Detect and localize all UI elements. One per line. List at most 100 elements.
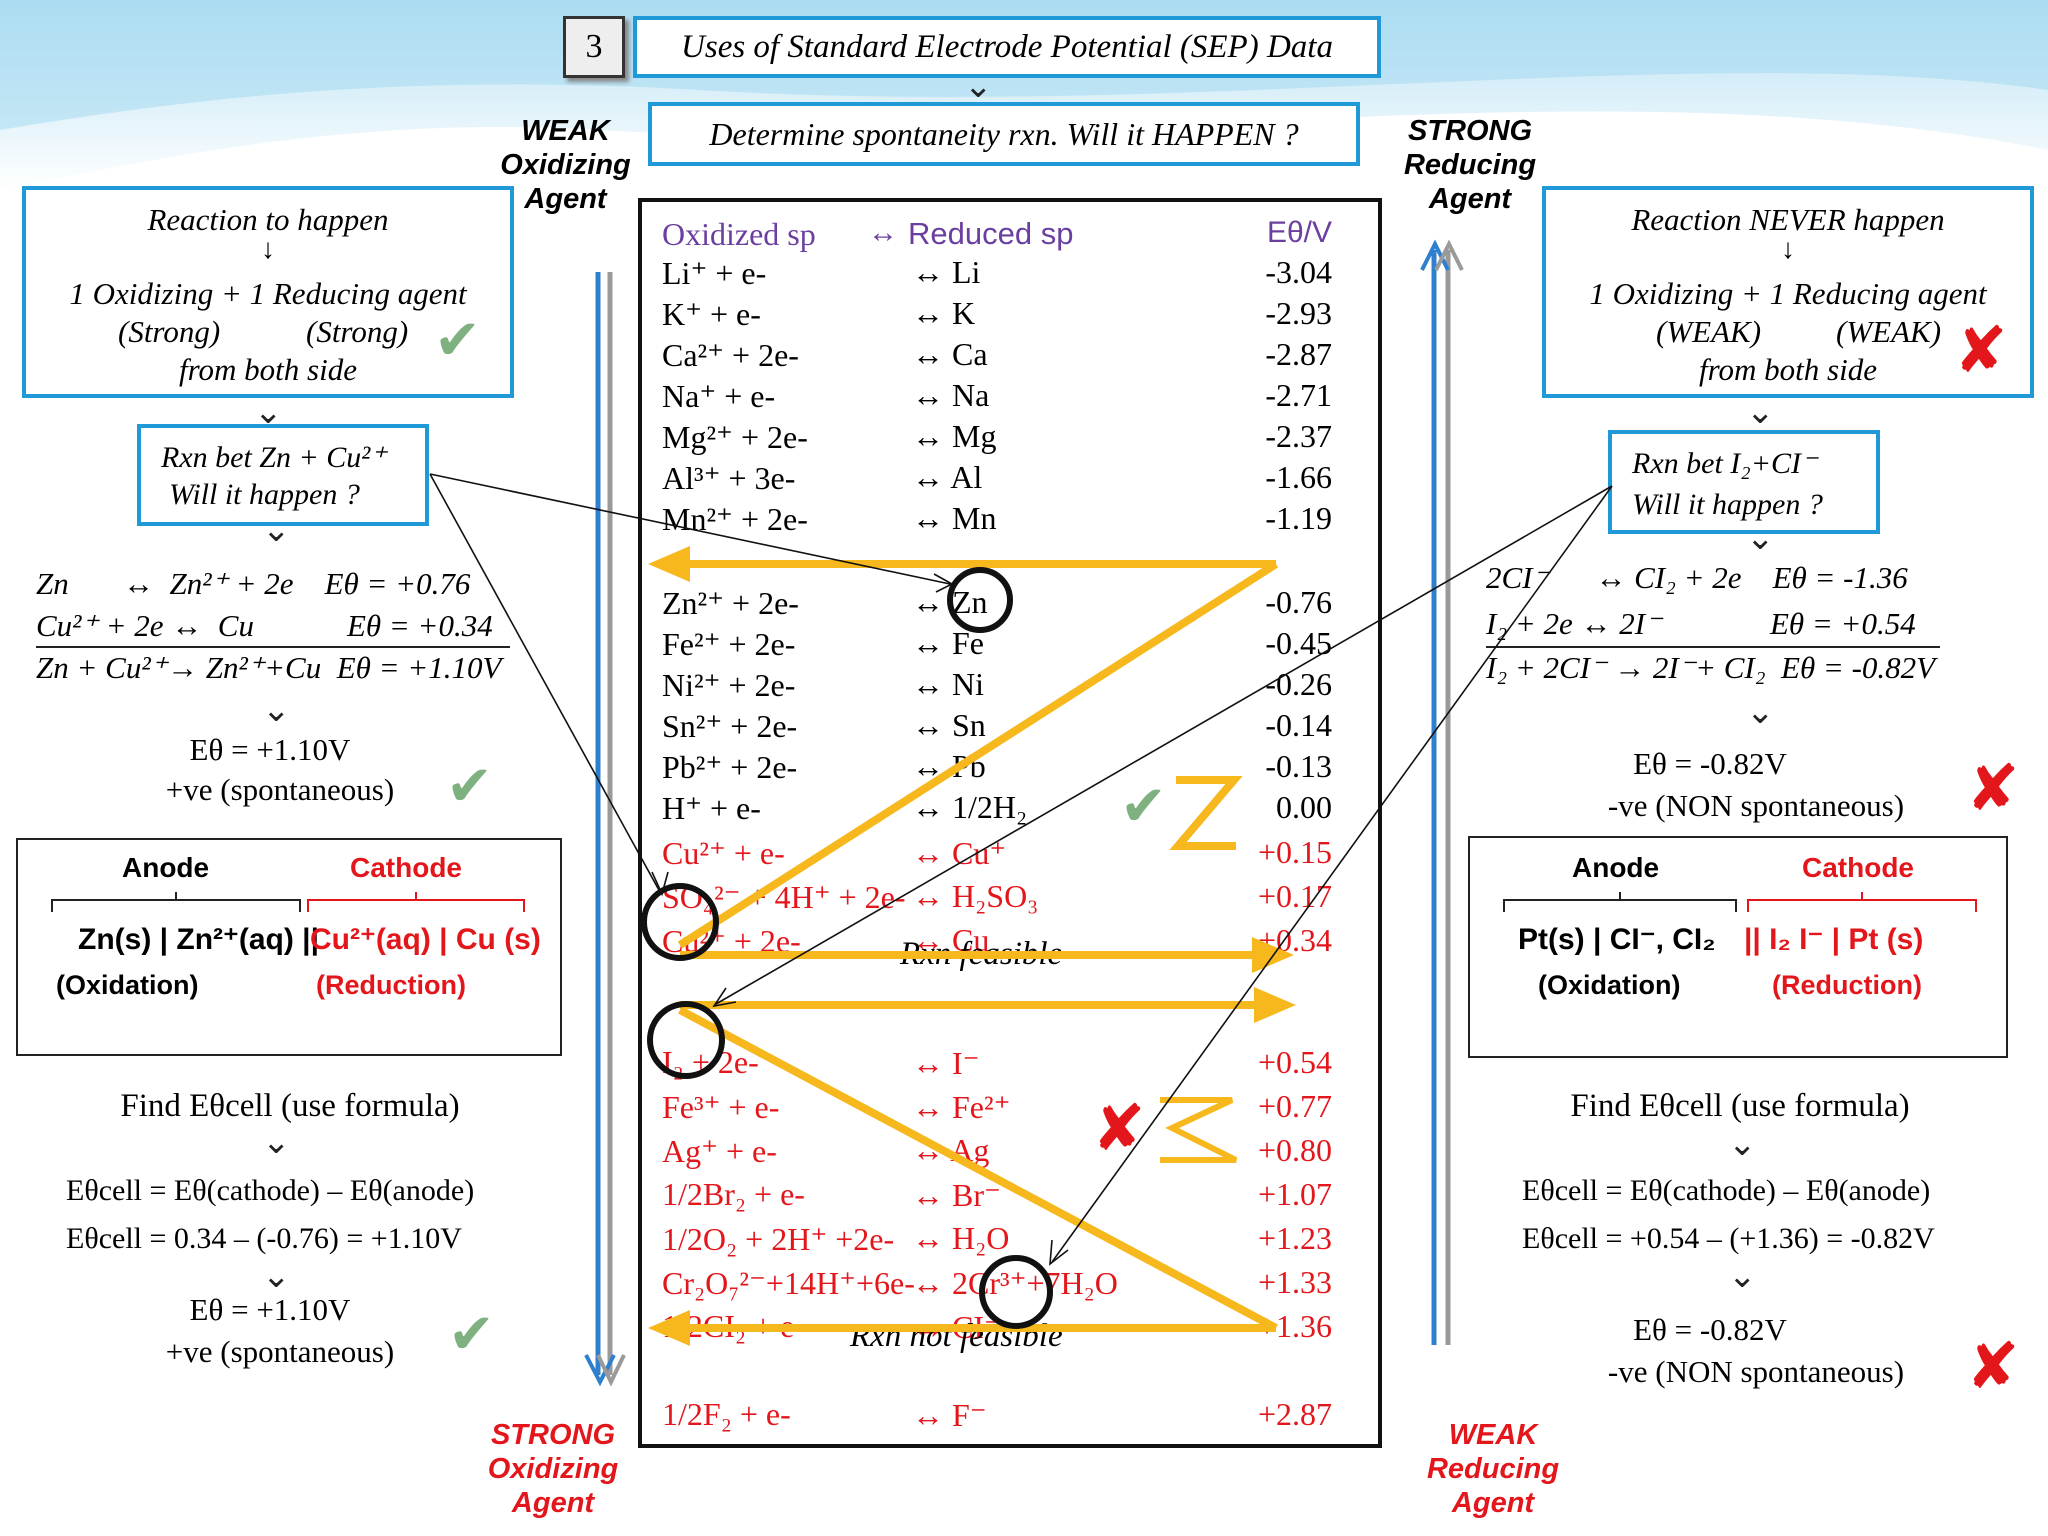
page-title: Uses of Standard Electrode Potential (SE… [633,16,1381,78]
table-cell-reduced: ↔ K [912,295,976,331]
arrow-down-icon: ⌄ [262,1122,291,1162]
table-cell-reduced: ↔ Br⁻ [912,1177,1001,1213]
table-row: Ca²⁺ + 2e-↔ Ca-2.87 [642,336,1362,376]
table-row: I₂ + 2e-↔ I⁻+0.54 [642,1044,1362,1084]
table-cell-potential: -3.04 [1265,254,1332,290]
left-formula-1: Eθcell = Eθ(cathode) – Eθ(anode) [66,1174,475,1207]
table-row: 1/2Br₂ + e-↔ Br⁻+1.07 [642,1176,1362,1216]
cell-cathode-notation: Cu²⁺(aq) | Cu (s) [310,923,541,956]
left-condition-box: Reaction to happen ↓ 1 Oxidizing + 1 Red… [22,186,514,398]
rxn-feasible-label: Rxn feasible [900,936,1063,972]
left-formula-2: Eθcell = 0.34 – (-0.76) = +1.10V [66,1222,462,1255]
cross-icon: ✘ [1966,752,2020,826]
left-equation-underline [36,646,510,648]
check-icon: ✔ [446,754,493,819]
arrow-down-icon: ⌄ [964,66,993,106]
table-cell-oxidized: Cu²⁺ + 2e- [662,923,801,959]
arrow-down-icon: ⌄ [1746,392,1775,432]
table-cell-oxidized: Ca²⁺ + 2e- [662,337,799,373]
table-row: Mn²⁺ + 2e-↔ Mn-1.19 [642,500,1362,540]
table-cell-reduced: ↔ Zn [912,584,988,620]
table-cell-potential: -0.45 [1265,625,1332,661]
table-row: Fe²⁺ + 2e-↔ Fe-0.45 [642,625,1362,665]
cross-icon: ✘ [1092,1092,1146,1166]
table-cell-oxidized: Cr₂O₇²⁻+14H⁺+6e- [662,1265,915,1301]
left-result-1-text: +ve (spontaneous) [165,772,395,807]
page-subtitle: Determine spontaneity rxn. Will it HAPPE… [648,102,1360,166]
table-row: Fe³⁺ + e- ↔ Fe²⁺ +0.77 [642,1088,1362,1128]
table-cell-potential: -2.37 [1265,418,1332,454]
table-cell-reduced: ↔ Na [912,377,990,413]
table-cell-oxidized: Ag⁺ + e- [662,1133,777,1169]
table-cell-oxidized: Al³⁺ + 3e- [662,460,796,496]
table-row: Cr₂O₇²⁻+14H⁺+6e-↔ 2Cr³⁺+7H₂O+1.33 [642,1264,1362,1304]
table-cell-potential: -0.14 [1265,707,1332,743]
rxn-not-feasible-label: Rxn not feasible [850,1318,1063,1354]
table-row: K⁺ + e-↔ K-2.93 [642,295,1362,335]
arrow-down-icon: ⌄ [1728,1256,1757,1296]
check-icon: ✔ [448,1302,495,1367]
table-cell-oxidized: 1/2F₂ + e- [662,1396,791,1432]
table-row: Na⁺ + e-↔ Na-2.71 [642,377,1362,417]
table-cell-potential: +0.77 [1257,1088,1332,1124]
arrow-down-icon: ↓ [261,234,275,265]
table-cell-reduced: ↔ Fe²⁺ [912,1089,1011,1125]
arrow-down-icon: ↓ [1781,234,1795,265]
table-row: H⁺ + e- ↔ 1/2H₂ 0.00 [642,789,1362,829]
right-result-2-text: -ve (NON spontaneous) [1607,1354,1905,1389]
cell-anode-notation: Zn(s) | Zn²⁺(aq) || [78,923,319,956]
table-cell-potential: 0.00 [1276,789,1332,825]
arrow-down-icon: ⌄ [262,690,291,730]
table-cell-oxidized: 1/2CI₂ + e- [662,1308,805,1344]
table-cell-potential: +0.54 [1257,1044,1332,1080]
table-cell-reduced: ↔ Mg [912,418,997,454]
arrow-down-icon: ⌄ [1746,692,1775,732]
right-cell-box: Anode Cathode Pt(s) | CI⁻, CI₂ || I₂ I⁻ … [1468,836,2008,1058]
table-cell-reduced: ↔ Ni [912,666,984,702]
left-question-box: Rxn bet Zn + Cu²⁺ Will it happen ? [137,424,429,526]
table-cell-reduced: ↔ 1/2H₂ [912,789,1028,825]
table-cell-oxidized: Mg²⁺ + 2e- [662,419,808,455]
table-cell-potential: +1.36 [1257,1308,1332,1344]
cross-icon: ✘ [1954,314,2008,388]
table-cell-oxidized: K⁺ + e- [662,296,761,332]
right-equation-1: 2CI⁻ ↔ CI₂ + 2e Eθ = -1.36 [1486,560,1908,595]
right-question-box: Rxn bet I₂+CI⁻ Will it happen ? [1608,430,1880,534]
sep-table: Oxidized sp ↔ Reduced sp Eθ/V Li⁺ + e-↔ … [638,198,1382,1448]
table-cell-oxidized: 1/2O₂ + 2H⁺ +2e- [662,1221,895,1257]
cell-anode-notation: Pt(s) | CI⁻, CI₂ [1518,923,1716,956]
table-cell-oxidized: I₂ + 2e- [662,1044,759,1080]
table-row: SO₄²⁻ + 4H⁺ + 2e-↔ H₂SO₃+0.17 [642,878,1362,918]
table-cell-potential: -1.66 [1265,459,1332,495]
table-row: Pb²⁺ + 2e-↔ Pb-0.13 [642,748,1362,788]
right-result-1-value: Eθ = -0.82V [1633,746,1787,781]
table-row: Al³⁺ + 3e-↔ Al-1.66 [642,459,1362,499]
table-cell-oxidized: Fe³⁺ + e- [662,1089,780,1125]
right-find-formula: Find Eθcell (use formula) [1570,1088,1910,1124]
cross-icon: ✘ [1966,1330,2020,1404]
table-cell-potential: +0.17 [1257,878,1332,914]
table-cell-potential: +2.87 [1257,1396,1332,1432]
table-cell-reduced: ↔ Mn [912,500,997,536]
table-row: Ag⁺ + e-↔ Ag+0.80 [642,1132,1362,1172]
table-cell-oxidized: H⁺ + e- [662,790,761,826]
table-cell-potential: +1.33 [1257,1264,1332,1300]
left-find-formula: Find Eθcell (use formula) [120,1088,460,1124]
right-result-1-text: -ve (NON spontaneous) [1607,788,1905,823]
table-cell-potential: -0.13 [1265,748,1332,784]
right-result-2-value: Eθ = -0.82V [1633,1312,1787,1347]
table-row: 1/2O₂ + 2H⁺ +2e-↔ H₂O+1.23 [642,1220,1362,1260]
table-cell-potential: -2.71 [1265,377,1332,413]
table-cell-potential: -2.87 [1265,336,1332,372]
table-cell-potential: +0.80 [1257,1132,1332,1168]
left-equation-1: Zn ↔ Zn²⁺ + 2e Eθ = +0.76 [36,566,471,601]
table-cell-potential: +0.15 [1257,834,1332,870]
table-cell-oxidized: Zn²⁺ + 2e- [662,585,799,621]
table-row: Zn²⁺ + 2e-↔ Zn-0.76 [642,584,1362,624]
bracket-cathode [1747,892,1977,912]
table-cell-reduced: ↔ Li [912,254,981,290]
table-cell-potential: -1.19 [1265,500,1332,536]
